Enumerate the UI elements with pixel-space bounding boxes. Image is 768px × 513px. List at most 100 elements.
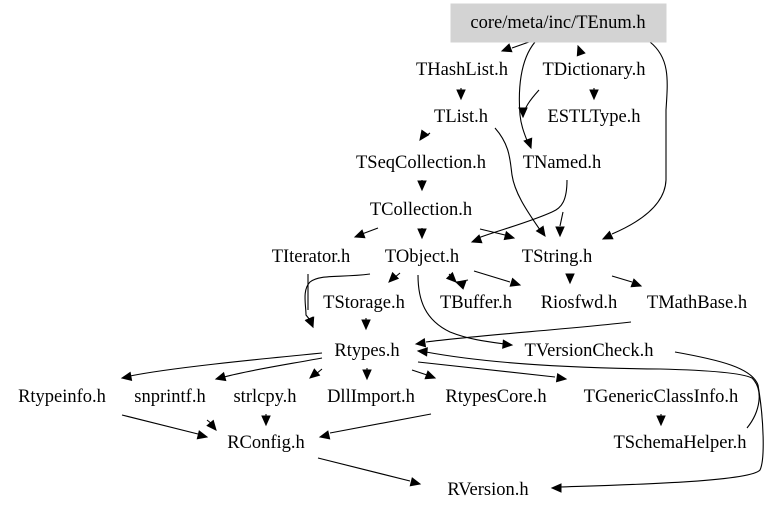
node-label: ESTLType.h — [547, 107, 640, 127]
arrowhead-icon — [414, 337, 427, 348]
node-rconfig[interactable]: RConfig.h — [227, 433, 305, 453]
node-label: TObject.h — [385, 247, 459, 267]
arrowhead-icon — [120, 371, 133, 382]
edge-tversioncheck-to-rversion — [550, 351, 764, 493]
node-rtypescore[interactable]: RtypesCore.h — [445, 387, 546, 407]
node-label: RConfig.h — [227, 433, 305, 453]
edge-tmathbase-to-rtypes — [414, 321, 632, 348]
node-label: TList.h — [434, 107, 488, 127]
edge-titerator-to-rtypes — [305, 274, 315, 329]
arrowhead-icon — [456, 89, 466, 101]
node-tcollection[interactable]: TCollection.h — [370, 200, 472, 220]
edge-line — [425, 321, 632, 343]
node-strlcpy[interactable]: strlcpy.h — [233, 387, 296, 407]
node-tgenericclassinfo[interactable]: TGenericClassInfo.h — [584, 387, 739, 407]
arrowhead-icon — [361, 319, 371, 331]
node-thashlist[interactable]: THashList.h — [416, 60, 508, 80]
edge-line — [329, 413, 432, 434]
arrowhead-icon — [555, 372, 568, 383]
edge-tcollection-to-tstring — [479, 228, 516, 241]
arrowhead-icon — [523, 137, 533, 150]
edge-tlist-to-tseqcollection — [419, 129, 431, 142]
node-label: core/meta/inc/TEnum.h — [470, 13, 645, 33]
node-label: TVersionCheck.h — [525, 341, 654, 361]
arrowhead-icon — [424, 370, 437, 380]
node-label: TStorage.h — [323, 293, 405, 313]
arrowhead-icon — [601, 230, 614, 240]
arrowhead-icon — [206, 419, 217, 431]
node-label: TCollection.h — [370, 200, 472, 220]
edge-tcollection-to-titerator — [353, 227, 379, 239]
edge-line — [425, 351, 760, 429]
node-dllimport[interactable]: DllImport.h — [327, 387, 415, 407]
edge-line — [477, 179, 568, 239]
edge-line — [511, 41, 530, 49]
node-tschemahelper[interactable]: TSchemaHelper.h — [613, 433, 746, 453]
edge-tcollection-to-tobject — [417, 228, 427, 240]
node-label: RtypesCore.h — [445, 387, 546, 407]
edge-line — [559, 351, 764, 488]
node-label: RVersion.h — [447, 480, 528, 500]
arrowhead-icon — [417, 228, 427, 240]
node-tversioncheck[interactable]: TVersionCheck.h — [525, 341, 654, 361]
node-tseqcollection[interactable]: TSeqCollection.h — [356, 153, 486, 173]
edge-tobject-to-tbuffer — [445, 271, 457, 283]
edge-tlist-to-tstring — [494, 127, 546, 238]
edge-tschemahelper-to-rtypes — [416, 347, 760, 429]
arrowhead-icon — [309, 368, 321, 379]
node-rtypes[interactable]: Rtypes.h — [334, 341, 399, 361]
arrowhead-icon — [509, 277, 522, 287]
node-tenum[interactable]: core/meta/inc/TEnum.h — [450, 3, 667, 43]
arrowhead-icon — [500, 43, 513, 53]
edge-tstorage-to-rtypes — [361, 318, 371, 331]
node-tbuffer[interactable]: TBuffer.h — [440, 293, 512, 313]
node-titerator[interactable]: TIterator.h — [272, 247, 351, 267]
edge-tstring-to-tmathbase — [611, 275, 643, 288]
node-rversion[interactable]: RVersion.h — [447, 480, 528, 500]
node-snprintf[interactable]: snprintf.h — [134, 387, 205, 407]
node-label: strlcpy.h — [233, 387, 296, 407]
edge-line — [417, 361, 556, 378]
edge-line — [223, 357, 323, 378]
edge-line — [494, 127, 541, 231]
node-rtypeinfo[interactable]: Rtypeinfo.h — [18, 387, 106, 407]
node-tnamed[interactable]: TNamed.h — [523, 153, 602, 173]
arrowhead-icon — [576, 44, 586, 57]
edge-tnamed-to-tstring — [555, 211, 565, 238]
node-estltype[interactable]: ESTLType.h — [547, 107, 640, 127]
node-riosfwd[interactable]: Riosfwd.h — [541, 293, 618, 313]
arrowhead-icon — [388, 271, 400, 283]
edge-tobject-to-tstorage — [388, 271, 401, 283]
node-tobject[interactable]: TObject.h — [385, 247, 459, 267]
edge-line — [559, 211, 564, 227]
edge-line — [417, 274, 506, 345]
arrowhead-icon — [409, 477, 422, 487]
edge-line — [479, 228, 506, 236]
arrowhead-icon — [589, 89, 599, 101]
node-label: Riosfwd.h — [541, 293, 618, 313]
edge-tdictionary-to-tnamed — [518, 89, 540, 119]
edge-rtypescore-to-rconfig — [318, 413, 432, 440]
edge-line — [317, 457, 411, 482]
edge-line — [304, 273, 371, 321]
arrowhead-icon — [502, 339, 514, 349]
edge-rtypes-to-dllimport — [362, 368, 372, 381]
node-tstring[interactable]: TString.h — [522, 247, 592, 267]
node-label: TSeqCollection.h — [356, 153, 486, 173]
edge-rtypes-to-strlcpy — [309, 368, 323, 379]
arrowhead-icon — [362, 369, 372, 381]
node-tlist[interactable]: TList.h — [434, 107, 488, 127]
node-label: TBuffer.h — [440, 293, 512, 313]
arrowhead-icon — [353, 229, 366, 239]
node-tdictionary[interactable]: TDictionary.h — [542, 60, 645, 80]
edge-tenum-to-tdictionary — [576, 44, 586, 57]
arrowhead-icon — [518, 107, 528, 119]
arrowhead-icon — [417, 180, 427, 192]
node-label: TDictionary.h — [542, 60, 645, 80]
node-tstorage[interactable]: TStorage.h — [323, 293, 405, 313]
edge-line — [518, 41, 536, 144]
node-tmathbase[interactable]: TMathBase.h — [647, 293, 747, 313]
arrowhead-icon — [419, 129, 430, 142]
